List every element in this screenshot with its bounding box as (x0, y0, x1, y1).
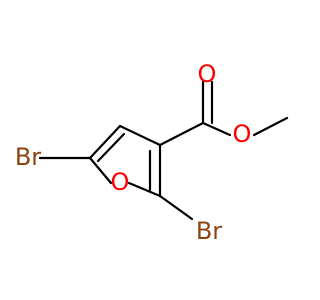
bond-c2-br-bottom (158, 194, 194, 221)
bond-c5-c4-outer (88, 124, 122, 160)
bond-ester-oxygen-methyl (252, 116, 289, 137)
bond-c3-carbonyl-carbon (158, 121, 205, 147)
bromine-bottom-label: Br (196, 217, 222, 245)
bromine-left-label: Br (15, 143, 41, 171)
bond-carbonyl-carbon-ester-oxygen (201, 121, 232, 137)
ring-oxygen-label: O (111, 168, 130, 196)
bond-c4-c3 (118, 124, 162, 147)
carbonyl-oxygen-label: O (198, 60, 217, 88)
bond-ring-oxygen-c5 (88, 156, 113, 185)
ester-oxygen-label: O (233, 120, 252, 148)
bond-c2-ring-oxygen (127, 181, 162, 198)
bond-c5-c4-inner (96, 132, 126, 163)
molecule-diagram: Br O Br O O (15, 60, 289, 245)
molecule-canvas: Br O Br O O (14, 60, 289, 245)
